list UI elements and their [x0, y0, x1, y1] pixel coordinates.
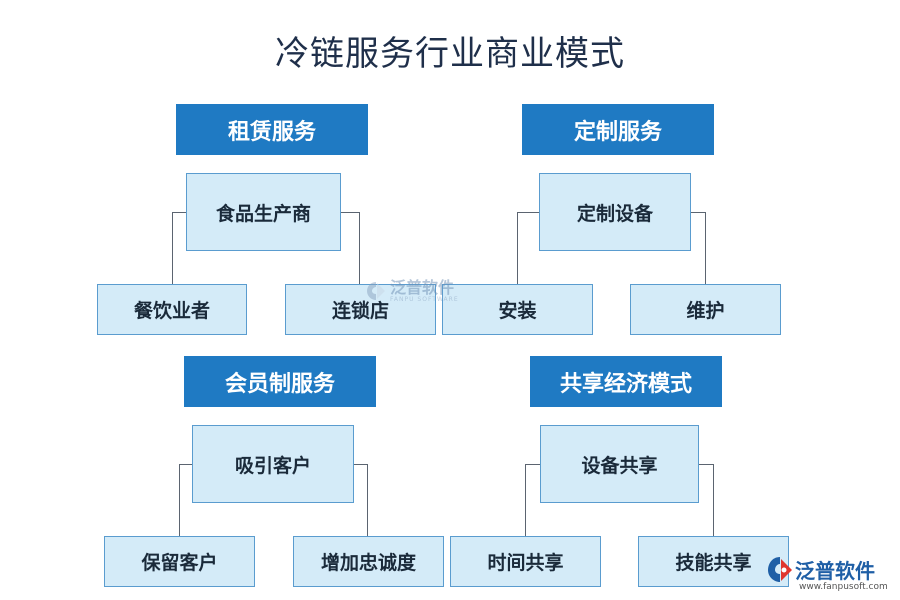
node-sharing-right: 技能共享 — [638, 536, 789, 587]
connector-line — [359, 212, 360, 284]
connector-line — [179, 464, 192, 465]
logo-url: www.fanpusoft.com — [799, 582, 888, 592]
node-membership-center: 吸引客户 — [192, 425, 354, 503]
logo-text: 泛普软件 — [795, 559, 875, 583]
watermark: 泛普软件 FANPU SOFTWARE — [365, 280, 459, 303]
node-rental-right: 连锁店 — [285, 284, 436, 335]
node-sharing-left: 时间共享 — [450, 536, 601, 587]
connector-line — [525, 464, 540, 465]
connector-line — [341, 212, 360, 213]
brand-logo: 泛普软件 www.fanpusoft.com — [765, 553, 895, 598]
group-header-membership: 会员制服务 — [184, 356, 376, 407]
connector-line — [367, 464, 368, 536]
group-header-sharing: 共享经济模式 — [530, 356, 722, 407]
connector-line — [699, 464, 713, 465]
watermark-logo-icon — [367, 282, 385, 300]
connector-line — [354, 464, 368, 465]
fanpu-logo-icon — [768, 557, 792, 582]
connector-line — [713, 464, 714, 536]
diagram-title: 冷链服务行业商业模式 — [275, 34, 625, 74]
watermark-text: 泛普软件 — [390, 278, 455, 297]
node-rental-center: 食品生产商 — [186, 173, 341, 251]
connector-line — [525, 464, 526, 536]
watermark-subtext: FANPU SOFTWARE — [390, 296, 459, 303]
node-sharing-center: 设备共享 — [540, 425, 699, 503]
connector-line — [517, 212, 539, 213]
connector-line — [517, 212, 518, 284]
connector-line — [179, 464, 180, 536]
connector-line — [172, 212, 186, 213]
node-custom-left: 安装 — [442, 284, 593, 335]
node-membership-right: 增加忠诚度 — [293, 536, 444, 587]
connector-line — [691, 212, 705, 213]
connector-line — [705, 212, 706, 284]
node-rental-left: 餐饮业者 — [97, 284, 247, 335]
group-header-custom: 定制服务 — [522, 104, 714, 155]
node-custom-center: 定制设备 — [539, 173, 691, 251]
node-membership-left: 保留客户 — [104, 536, 255, 587]
node-custom-right: 维护 — [630, 284, 781, 335]
group-header-rental: 租赁服务 — [176, 104, 368, 155]
connector-line — [172, 212, 173, 284]
